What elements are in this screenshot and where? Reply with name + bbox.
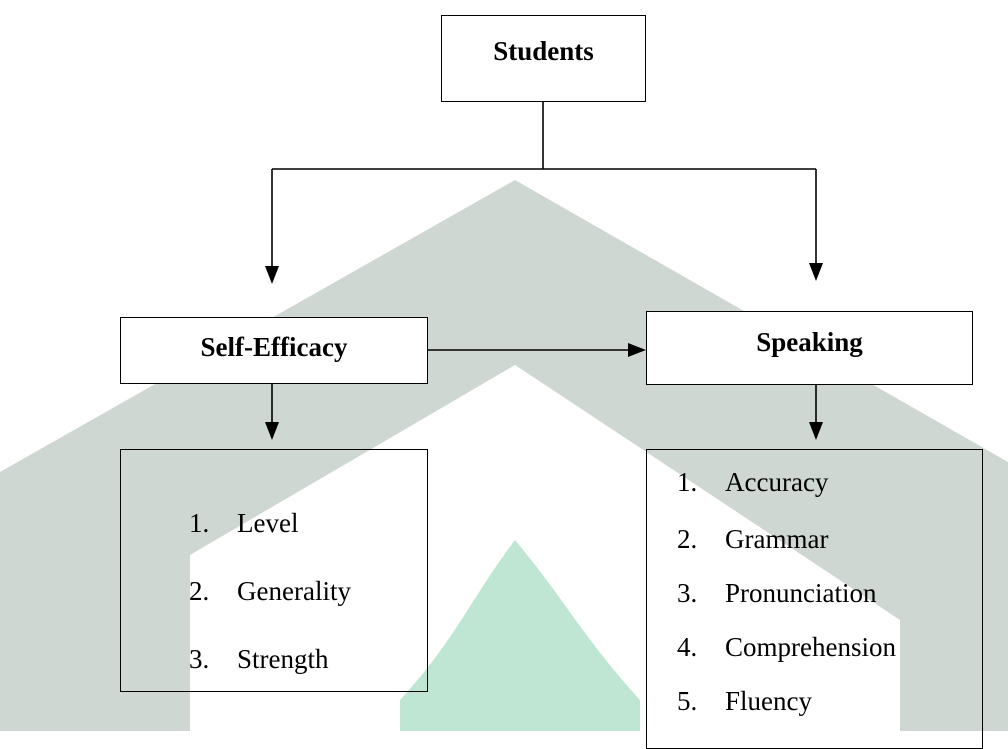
list-item-text: Accuracy: [725, 467, 829, 497]
watermark-logo: [0, 180, 1008, 731]
list-item: 1. Level: [189, 510, 298, 537]
speaking-box: Speaking: [646, 311, 973, 385]
list-item-text: Level: [237, 508, 299, 538]
list-item-text: Comprehension: [725, 632, 896, 662]
list-item-text: Fluency: [725, 686, 812, 716]
list-item: 2. Generality: [189, 578, 351, 605]
list-item-text: Strength: [237, 644, 329, 674]
list-item-number: 2.: [677, 524, 698, 554]
list-item: 3. Strength: [189, 646, 329, 673]
arrowhead-to-speaking: [628, 343, 646, 357]
watermark-outer-chevron: [0, 180, 1008, 731]
speaking-label: Speaking: [756, 327, 863, 357]
list-item: 3. Pronunciation: [677, 580, 876, 607]
list-item: 4. Comprehension: [677, 634, 896, 661]
students-box: Students: [441, 15, 646, 102]
list-item-number: 2.: [189, 576, 210, 606]
arrowhead-self-efficacy: [265, 266, 279, 284]
list-item-number: 1.: [677, 467, 698, 497]
list-item: 2. Grammar: [677, 526, 828, 553]
self-efficacy-box: Self-Efficacy: [120, 317, 428, 384]
list-item-number: 3.: [677, 578, 698, 608]
list-item-text: Pronunciation: [725, 578, 877, 608]
arrowhead-self-efficacy-list: [265, 422, 279, 440]
list-item: 5. Fluency: [677, 688, 812, 715]
self-efficacy-list-box: 1. Level 2. Generality 3. Strength: [120, 449, 428, 692]
list-item-number: 1.: [189, 508, 210, 538]
list-item-text: Generality: [237, 576, 351, 606]
connector-lines: [265, 101, 823, 440]
list-item-number: 5.: [677, 686, 698, 716]
students-label: Students: [493, 36, 594, 66]
arrowhead-speaking-list: [809, 422, 823, 440]
list-item: 1. Accuracy: [677, 469, 828, 496]
list-item-text: Grammar: [725, 524, 829, 554]
speaking-list-box: 1. Accuracy 2. Grammar 3. Pronunciation 4. C…: [646, 449, 983, 749]
self-efficacy-label: Self-Efficacy: [200, 332, 348, 362]
watermark-dome: [400, 540, 640, 731]
list-item-number: 3.: [189, 644, 210, 674]
arrowhead-speaking: [809, 263, 823, 281]
list-item-number: 4.: [677, 632, 698, 662]
